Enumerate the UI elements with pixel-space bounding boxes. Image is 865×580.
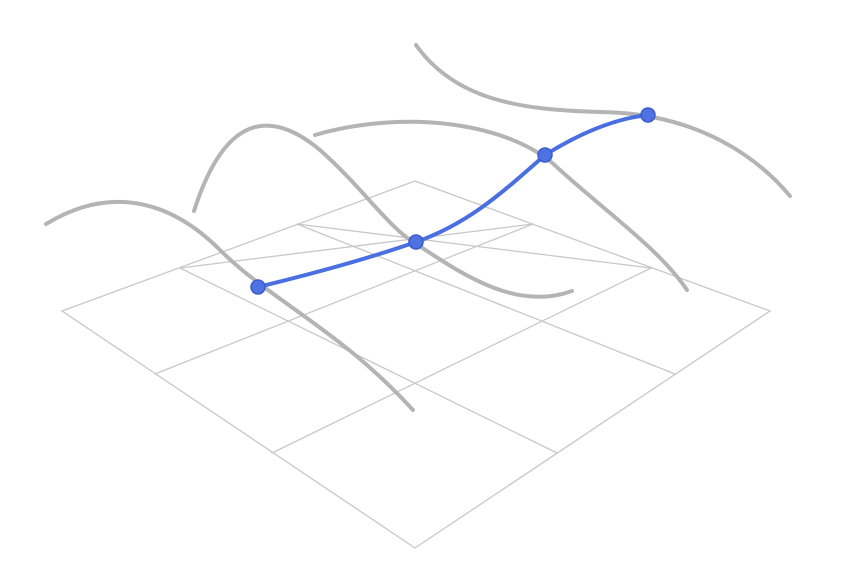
guide-curve-3 bbox=[313, 119, 689, 292]
grid-line bbox=[179, 223, 534, 269]
guide-curve-4 bbox=[414, 43, 792, 198]
control-point-1 bbox=[250, 279, 266, 295]
grid-line bbox=[179, 267, 558, 454]
interpolated-curve bbox=[256, 113, 650, 289]
guide-curve-2 bbox=[192, 123, 574, 299]
control-point-4 bbox=[640, 107, 656, 123]
guide-curves bbox=[44, 43, 792, 412]
base-grid bbox=[60, 180, 772, 549]
control-point-2 bbox=[408, 234, 424, 250]
control-point-3 bbox=[537, 147, 553, 163]
guide-curve-1 bbox=[44, 199, 415, 412]
control-points bbox=[250, 107, 656, 295]
grid-line bbox=[296, 223, 652, 269]
blue-interpolation-curve bbox=[256, 113, 650, 289]
grid-line bbox=[154, 223, 534, 375]
grid-line bbox=[271, 267, 652, 454]
grid-line bbox=[296, 223, 676, 375]
